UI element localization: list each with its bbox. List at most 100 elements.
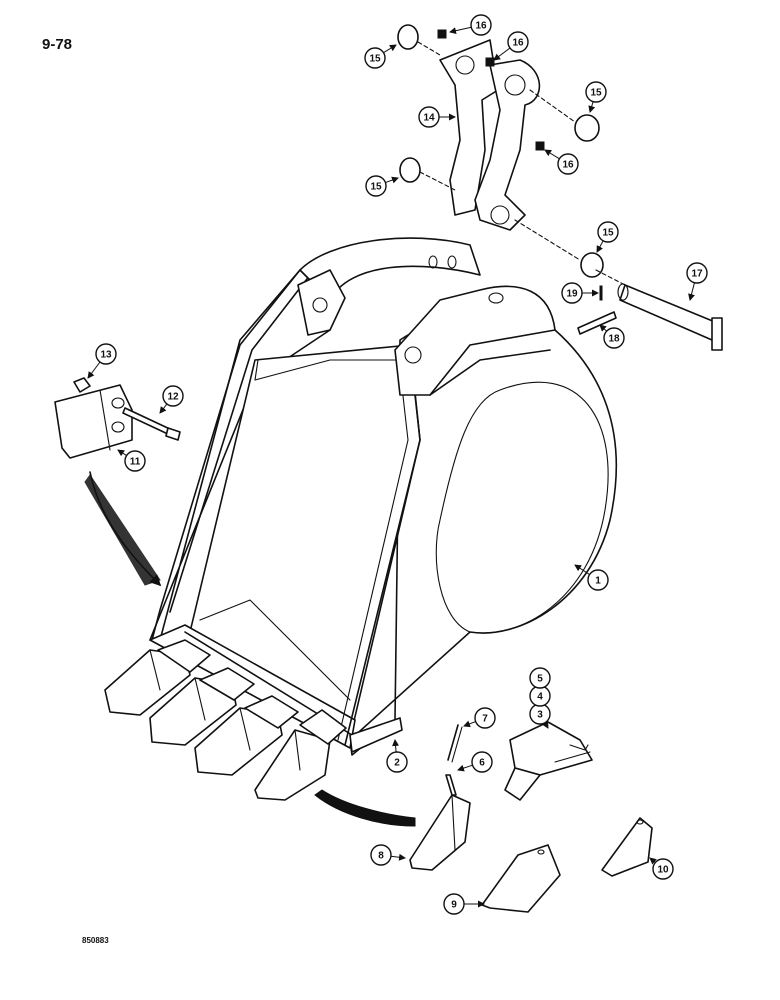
- callout-label: 13: [100, 350, 112, 361]
- callout-circle: [561, 282, 583, 304]
- callout-label: 3: [537, 710, 543, 721]
- drawing-number: 850883: [82, 936, 109, 945]
- callout-circle: [474, 707, 496, 729]
- callout-leader: [392, 739, 400, 753]
- side-cutter-assembly: [54, 377, 181, 587]
- callout-label: 12: [167, 392, 179, 403]
- callout-label: 7: [482, 714, 488, 725]
- callout-label: 16: [562, 160, 574, 171]
- callout-circle: [507, 31, 529, 53]
- callout-5: 5: [529, 667, 551, 689]
- callout-label: 5: [537, 674, 543, 685]
- callout-label: 2: [394, 758, 400, 769]
- callout-label: 8: [378, 851, 384, 862]
- callout-circle: [587, 569, 609, 591]
- callout-circle: [597, 221, 619, 243]
- callout-leader: [588, 101, 596, 113]
- callout-label: 9: [451, 900, 457, 911]
- callout-15: 15: [365, 175, 399, 197]
- callout-label: 17: [691, 269, 703, 280]
- callout-circle: [557, 153, 579, 175]
- callout-label: 6: [479, 758, 485, 769]
- callout-label: 15: [370, 182, 382, 193]
- bucket: [149, 237, 618, 756]
- callout-15: 15: [364, 44, 397, 69]
- callout-12: 12: [159, 385, 184, 414]
- callout-circle: [652, 858, 674, 880]
- callout-16: 16: [449, 14, 492, 36]
- callout-leader: [541, 721, 549, 729]
- callout-13: 13: [87, 343, 117, 379]
- callout-circle: [95, 343, 117, 365]
- callout-circle: [370, 844, 392, 866]
- callout-leader: [493, 47, 511, 61]
- callout-circle: [443, 893, 465, 915]
- callout-label: 16: [475, 21, 487, 32]
- callout-16: 16: [493, 31, 529, 61]
- callout-14: 14: [418, 106, 456, 128]
- callout-11: 11: [117, 449, 146, 472]
- callout-15: 15: [596, 221, 619, 253]
- page-number: 9-78: [42, 36, 73, 53]
- callout-leader: [87, 361, 101, 379]
- callout-label: 11: [130, 457, 141, 468]
- callout-label: 16: [512, 38, 524, 49]
- callout-leader: [383, 44, 397, 54]
- callout-label: 15: [369, 54, 381, 65]
- callout-leader: [544, 149, 560, 160]
- callout-leader: [649, 857, 657, 865]
- callout-circle: [585, 81, 607, 103]
- callout-label: 4: [537, 692, 543, 703]
- callout-8: 8: [370, 844, 406, 866]
- callout-label: 1: [595, 576, 601, 587]
- callout-circle: [162, 385, 184, 407]
- callout-17: 17: [686, 262, 708, 301]
- callout-leader: [449, 26, 472, 35]
- callout-label: 15: [602, 228, 614, 239]
- callout-circle: [365, 175, 387, 197]
- callout-circle: [470, 14, 492, 36]
- tooth: [601, 817, 653, 877]
- nut: [73, 377, 91, 393]
- callout-leader: [385, 176, 399, 184]
- callout-leader: [159, 403, 168, 414]
- bucket-teeth: [104, 639, 347, 801]
- callout-1: 1: [574, 564, 609, 591]
- callout-leader: [574, 564, 590, 575]
- pin-assembly: [577, 269, 723, 351]
- callout-label: 14: [423, 113, 435, 124]
- callout-label: 18: [608, 334, 620, 345]
- callout-19: 19: [561, 282, 599, 304]
- callout-circle: [386, 751, 408, 773]
- callout-leader: [599, 324, 608, 332]
- tooth: [481, 844, 561, 913]
- side-cutter: [54, 384, 133, 459]
- callout-leader: [688, 282, 695, 301]
- callout-4: 4: [529, 685, 551, 707]
- callout-circle: [529, 667, 551, 689]
- callout-circle: [418, 106, 440, 128]
- callout-2: 2: [386, 739, 408, 773]
- callout-16: 16: [544, 149, 579, 175]
- callout-label: 15: [590, 88, 602, 99]
- callout-label: 10: [657, 865, 669, 876]
- callout-circle: [603, 327, 625, 349]
- link-assembly: [397, 24, 604, 278]
- callout-circle: [364, 47, 386, 69]
- callout-6: 6: [457, 751, 493, 773]
- callout-15: 15: [585, 81, 607, 113]
- callout-10: 10: [649, 857, 674, 880]
- side-cutter-plate: [349, 717, 403, 753]
- pin-bolt: [577, 311, 617, 335]
- callout-18: 18: [599, 324, 625, 349]
- callout-circle: [686, 262, 708, 284]
- callout-leader: [463, 720, 476, 728]
- callout-circle: [471, 751, 493, 773]
- callout-label: 19: [566, 289, 578, 300]
- callout-leader: [596, 240, 604, 253]
- loose-teeth: [314, 721, 653, 913]
- tooth: [409, 794, 471, 871]
